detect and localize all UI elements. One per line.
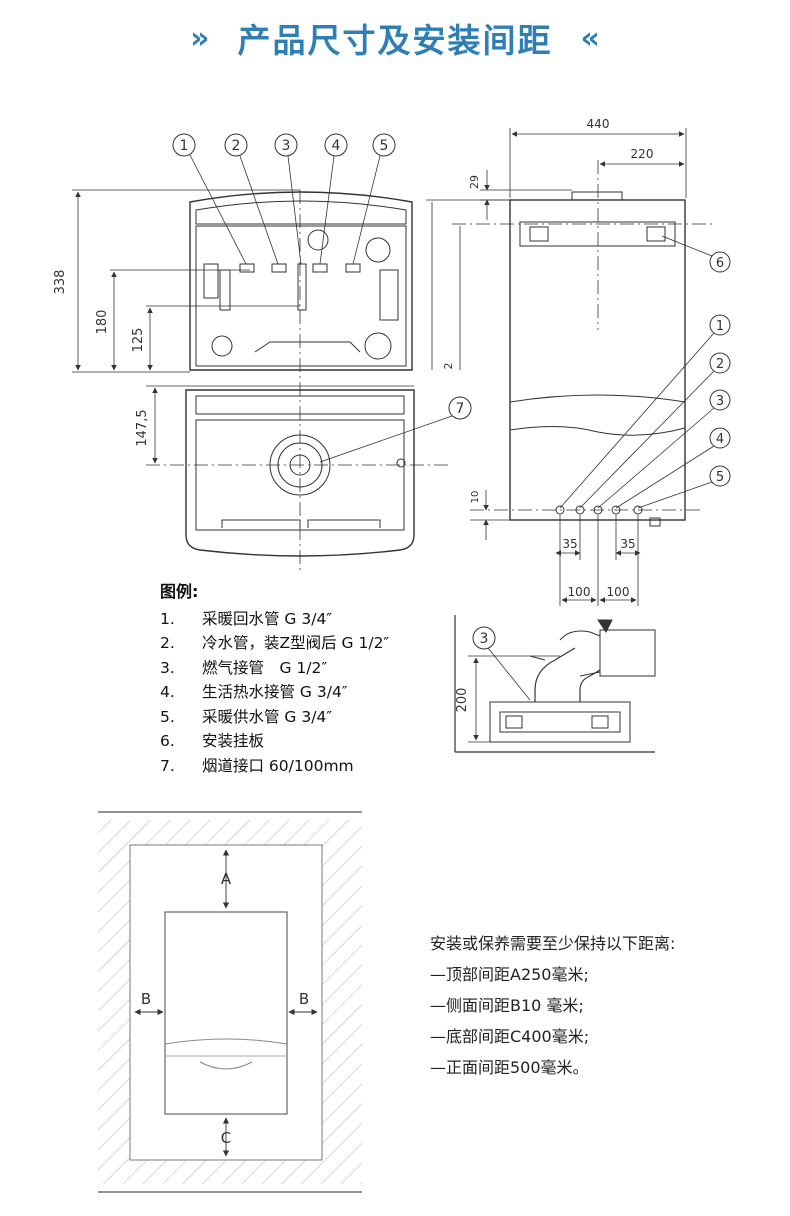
side-view-connectors [555,505,643,515]
callout-side-3-label: 3 [716,394,724,409]
callout-side-1-label: 1 [716,319,724,334]
clearance-diagram [98,811,362,1193]
legend-item-num: 7. [160,756,175,775]
legend-item-text: 采暖供水管 G 3/4″ [202,707,333,726]
legend-item-num: 6. [160,732,175,750]
callout-detail-3-label: 3 [480,631,489,647]
title-deco-left: » [190,20,210,56]
legend: 图例: 1. 采暖回水管 G 3/4″ 2. 冷水管，装Z型阀后 G 1/2″ 3.… [160,580,460,778]
clearance-label-b-right: B [299,990,309,1008]
legend-item-text: 冷水管，装Z型阀后 G 1/2″ [202,634,390,652]
title-bar: » 产品尺寸及安装间距 « [0,14,790,62]
detail-view [454,615,656,753]
notes-bottom-clearance: —底部间距C400毫米; [430,1027,590,1046]
callout-side-5-label: 5 [716,470,724,485]
front-view-dimensions [72,189,301,570]
detail-dimensions [468,655,560,743]
callout-4: 4 [319,133,348,265]
bottom-view [185,389,415,557]
dim-220: 220 [631,147,654,161]
dim-35-right: 35 [620,537,635,551]
notes-side-clearance: —侧面间距B10 毫米; [430,996,584,1015]
title-deco-right: « [580,20,600,56]
callout-5: 5 [352,133,396,265]
notes-heading: 安装或保养需要至少保持以下距离: [430,934,676,953]
legend-item-num: 3. [160,658,175,677]
callout-side-4: 4 [615,427,731,509]
front-callouts: 1 2 3 4 5 [172,133,396,265]
dim-180: 180 [95,310,110,335]
legend-item-text: 采暖回水管 G 3/4″ [202,609,333,628]
callout-side-1: 1 [559,314,731,509]
callout-side-4-label: 4 [716,432,724,447]
clearance-label-b-left: B [141,990,151,1008]
dim-125: 125 [131,328,146,353]
legend-item: 1. 采暖回水管 G 3/4″ [160,607,460,632]
callout-3: 3 [274,133,302,265]
legend-item-num: 4. [160,683,175,701]
page-title: 产品尺寸及安装间距 [237,21,553,60]
callout-3-label: 3 [282,138,291,154]
callout-side-2: 2 [579,352,731,509]
side-view [509,191,686,527]
legend-item-num: 1. [160,609,175,628]
dim-10: 10 [470,491,481,504]
callout-5-label: 5 [380,138,389,154]
legend-item-num: 2. [160,634,175,652]
legend-item: 6. 安装挂板 [160,729,460,754]
dim-29: 29 [468,175,481,189]
callout-2-label: 2 [232,138,241,154]
callout-1-label: 1 [180,138,189,154]
callout-4-label: 4 [332,138,341,154]
front-view [189,191,413,371]
legend-item: 2. 冷水管，装Z型阀后 G 1/2″ [160,631,460,656]
clearance-notes: 安装或保养需要至少保持以下距离: —顶部间距A250毫米; —侧面间距B10 毫… [430,928,675,1083]
callout-7-label: 7 [456,401,465,417]
dim-147-5: 147,5 [135,409,150,446]
clearance-label-c: C [221,1129,231,1147]
callout-detail-3: 3 [472,626,531,701]
dim-100-left: 100 [568,585,591,599]
notes-top-clearance: —顶部间距A250毫米; [430,965,589,984]
dim-338: 338 [53,270,68,295]
legend-item-num: 5. [160,707,175,726]
side-callouts: 6 1 2 3 4 5 [559,235,731,509]
legend-item: 4. 生活热水接管 G 3/4″ [160,680,460,705]
dim-100-right: 100 [607,585,630,599]
dim-35-left: 35 [562,537,577,551]
notes-front-clearance: —正面间距500毫米。 [430,1058,589,1077]
legend-title: 图例: [160,582,199,601]
callout-side-6-label: 6 [716,256,724,271]
legend-item: 7. 烟道接口 60/100mm [160,754,460,779]
side-view-dimensions [426,128,712,606]
dim-2: 2 [442,363,455,370]
legend-item: 5. 采暖供水管 G 3/4″ [160,705,460,730]
legend-item-text: 生活热水接管 G 3/4″ [202,683,348,701]
dim-200: 200 [455,688,470,713]
callout-side-6: 6 [661,235,731,273]
legend-item-text: 烟道接口 60/100mm [202,756,354,775]
callout-side-2-label: 2 [716,357,724,372]
callout-side-5: 5 [637,465,731,509]
bottom-view-dimensions [146,385,450,466]
legend-item-text: 燃气接管 G 1/2″ [202,658,328,677]
callout-side-3: 3 [597,389,731,509]
legend-item: 3. 燃气接管 G 1/2″ [160,656,460,681]
callout-2: 2 [224,133,279,265]
callout-1: 1 [172,133,247,265]
legend-item-text: 安装挂板 [202,732,265,750]
clearance-label-a: A [221,870,232,888]
callout-7: 7 [319,396,472,463]
dim-440: 440 [587,117,610,131]
